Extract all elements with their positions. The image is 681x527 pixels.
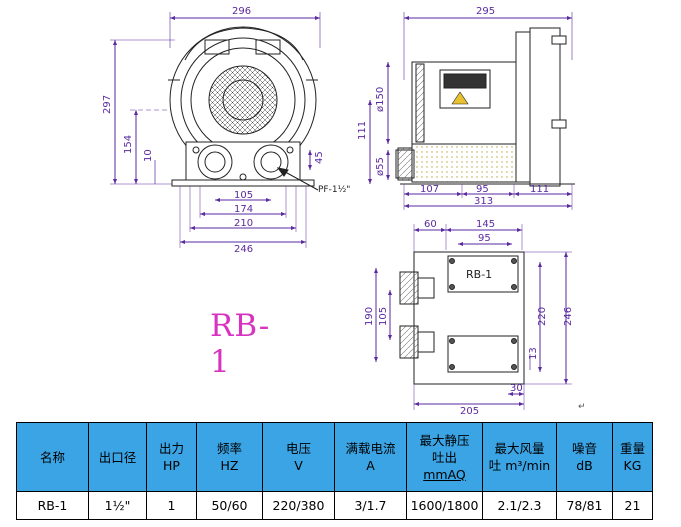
front-view-labels: 296 297 154 10 45 105 174 210 246 PF-1½" bbox=[102, 6, 350, 255]
dim-label: 13 bbox=[528, 347, 539, 360]
header-cell: 名称 bbox=[16, 422, 89, 492]
front-view bbox=[110, 12, 321, 248]
dim-label: 111 bbox=[357, 121, 368, 140]
technical-drawing: 296 297 154 10 45 105 174 210 246 PF-1½" bbox=[102, 6, 575, 417]
dim-label: 95 bbox=[478, 233, 491, 244]
dim-label: 10 bbox=[143, 149, 154, 162]
dim-label: 210 bbox=[234, 218, 253, 229]
dim-label: 105 bbox=[378, 307, 389, 326]
cell-air-flow: 2.1/2.3 bbox=[482, 491, 557, 520]
dim-label: ø150 bbox=[375, 87, 386, 112]
paragraph-mark-icon: ↵ bbox=[578, 402, 586, 412]
header-cell: 最大风量吐 m³/min bbox=[482, 422, 557, 492]
dim-label: 45 bbox=[314, 151, 325, 164]
dim-label: 174 bbox=[234, 204, 253, 215]
dim-label: 145 bbox=[476, 219, 495, 230]
dim-label: 246 bbox=[563, 307, 574, 326]
cell-outlet: 1½" bbox=[88, 491, 147, 520]
dim-label: 246 bbox=[234, 244, 253, 255]
plan-inner-label: RB-1 bbox=[466, 268, 492, 281]
model-title: RB-1 bbox=[210, 308, 271, 380]
dim-label: 105 bbox=[234, 190, 253, 201]
dim-label: 154 bbox=[123, 135, 134, 154]
port-label: PF-1½" bbox=[318, 185, 350, 195]
plan-view-labels: 60 145 95 190 105 220 246 13 30 205 RB-1 bbox=[364, 219, 574, 417]
plan-view bbox=[374, 224, 572, 410]
dim-label: 107 bbox=[420, 184, 439, 195]
dim-label: 313 bbox=[474, 196, 493, 207]
dim-label: 60 bbox=[424, 219, 437, 230]
dim-label: 95 bbox=[476, 184, 489, 195]
cell-noise: 78/81 bbox=[556, 491, 613, 520]
dim-label: 30 bbox=[510, 383, 523, 394]
cell-weight: 21 bbox=[612, 491, 653, 520]
dim-label: 297 bbox=[102, 95, 113, 114]
dim-label: 190 bbox=[364, 307, 375, 326]
cell-static-pressure: 1600/1800 bbox=[406, 491, 483, 520]
dim-label: 205 bbox=[460, 406, 479, 417]
cell-voltage: 220/380 bbox=[262, 491, 335, 520]
cell-model: RB-1 bbox=[16, 491, 89, 520]
cell-hp: 1 bbox=[146, 491, 197, 520]
dim-label: ø55 bbox=[375, 157, 386, 176]
cell-current: 3/1.7 bbox=[334, 491, 407, 520]
cell-frequency: 50/60 bbox=[196, 491, 263, 520]
dim-label: 295 bbox=[476, 6, 495, 17]
dim-label: 220 bbox=[537, 307, 548, 326]
side-view bbox=[368, 12, 575, 210]
dim-label: 296 bbox=[232, 6, 251, 17]
dim-label: 111 bbox=[530, 184, 549, 195]
side-view-labels: 295 ø150 ø55 111 107 95 111 313 bbox=[357, 6, 549, 207]
header-cell: 出口径 bbox=[88, 422, 147, 492]
spec-table-row: RB-1 1½" 1 50/60 220/380 3/1.7 1600/1800… bbox=[16, 491, 653, 520]
